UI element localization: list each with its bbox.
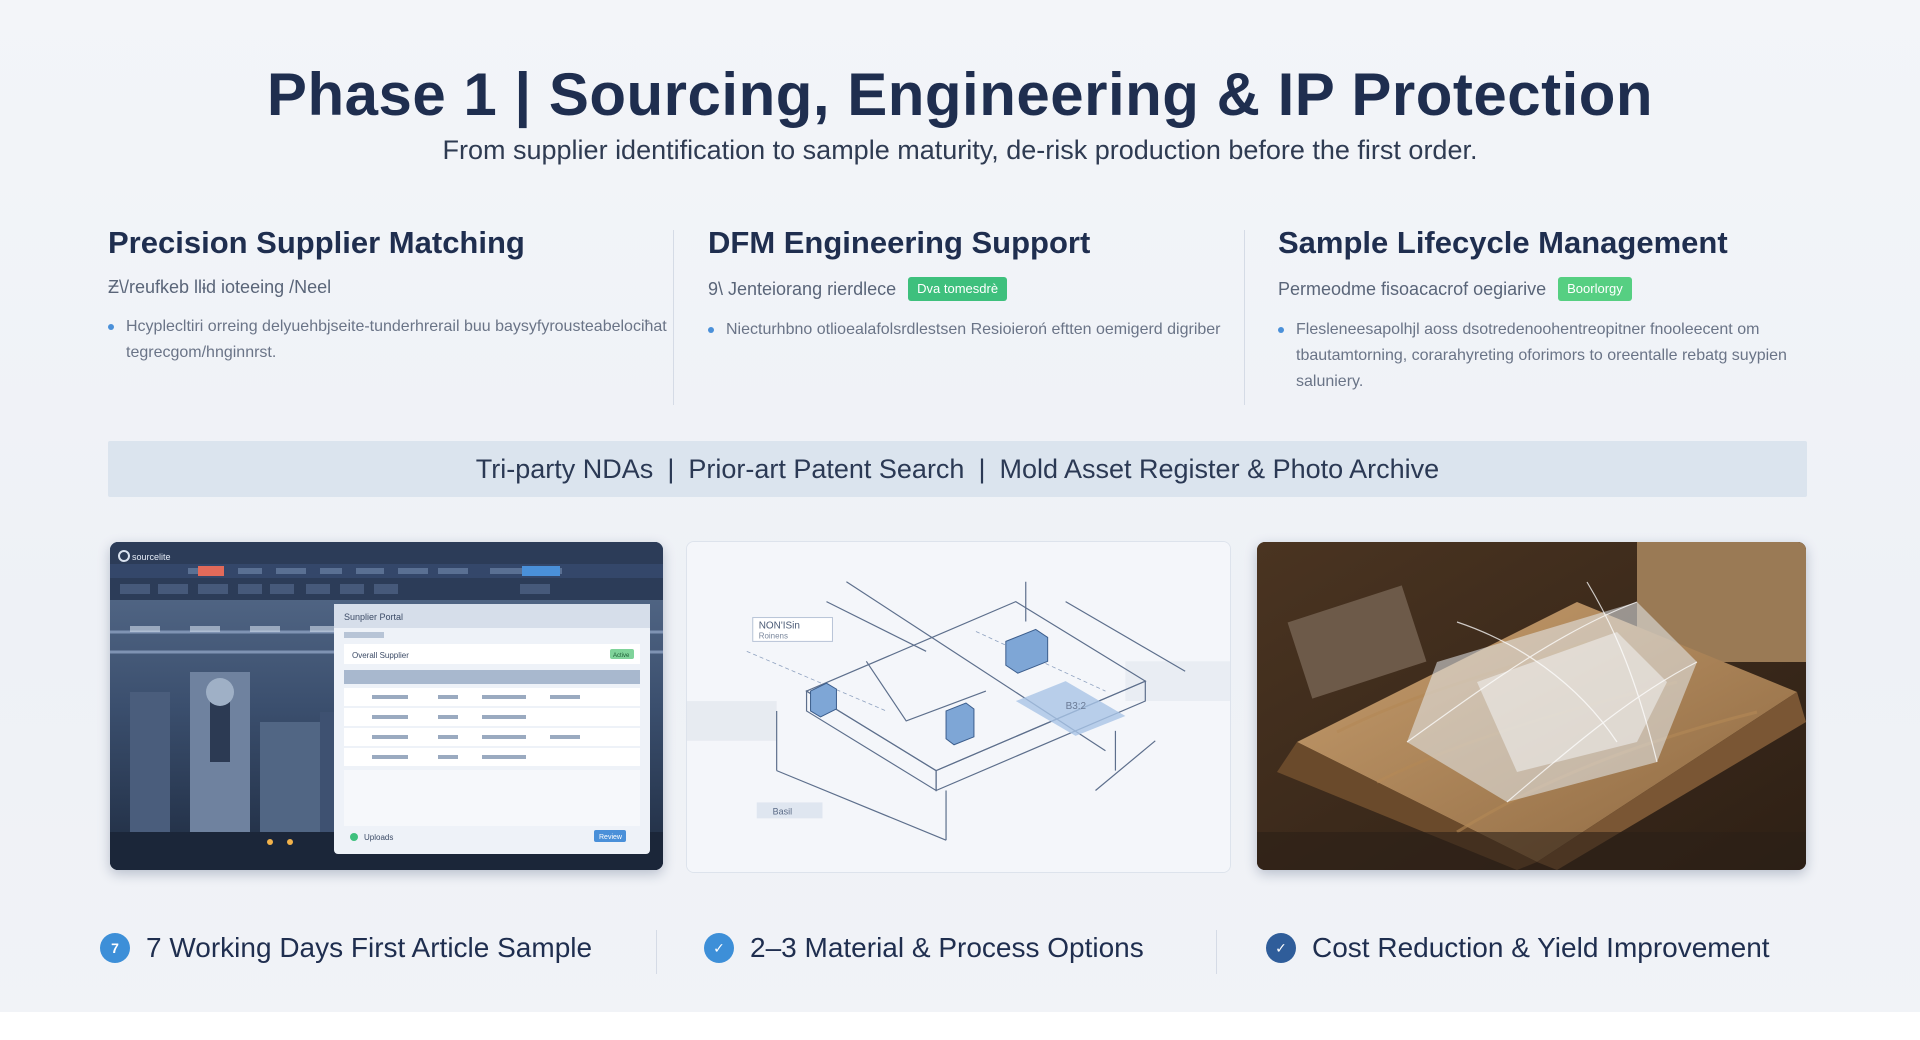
dfm-technical-drawing: NON'ISin Roinens B3:2 Basil: [686, 541, 1231, 873]
drawing-dim-label: B3:2: [1066, 701, 1087, 712]
ip-item-nda: Tri-party NDAs: [475, 453, 654, 484]
kpi-label: 7 Working Days First Article Sample: [146, 932, 593, 963]
feature-column-sample-lifecycle: Sample Lifecycle Management Permeodme fi…: [1278, 225, 1808, 410]
drawing-callout-line1: NON'ISin: [759, 620, 800, 631]
column-title: Precision Supplier Matching: [108, 225, 525, 260]
column-meta-text: 9\ Jenteiorang rierdlece: [708, 278, 897, 299]
column-divider: [673, 230, 674, 405]
bottom-strip: [0, 1012, 1920, 1040]
sample-package-photo: [1257, 542, 1806, 870]
kpi-label: Cost Reduction & Yield Improvement: [1312, 932, 1770, 963]
panel-footer-label: Uploads: [364, 833, 393, 842]
column-meta-text: Ƶ\/reufkeb llɨd ioteeing /Neel: [108, 277, 332, 297]
column-bullet-text: Flesleneesapolhjl aoss dsotredenoohentre…: [1296, 321, 1787, 390]
column-bullet: Hcyplecltiri orreing delyuehbjseite-tund…: [108, 314, 668, 366]
column-meta-text: Permeodme fisoacacrof oegiarive: [1278, 278, 1547, 299]
page-subtitle: From supplier identification to sample m…: [442, 135, 1478, 165]
column-bullet: Niecturhbno otlioealafolsrdlestsen Resio…: [708, 317, 1238, 343]
column-meta: Permeodme fisoacacrof oegiarive Boorlorg…: [1278, 277, 1808, 301]
column-bullet-text: Niecturhbno otlioealafolsrdlestsen Resio…: [726, 321, 1221, 338]
package-illustration: [1257, 542, 1806, 870]
column-bullet-text: Hcyplecltiri orreing delyuehbjseite-tund…: [126, 318, 667, 361]
factory-dashboard-image: sourcelite Sunplier Portal Overall Supp: [110, 542, 663, 870]
kpi-first-article-sample: 7 7 Working Days First Article Sample: [100, 932, 592, 964]
column-title: Sample Lifecycle Management: [1278, 225, 1728, 260]
status-badge: Dva tomesdrè: [908, 277, 1008, 301]
check-icon: ✓: [1266, 933, 1296, 963]
ip-protection-band: Tri-party NDAs | Prior-art Patent Search…: [108, 441, 1807, 497]
column-title: DFM Engineering Support: [708, 225, 1091, 260]
ip-item-mold-register: Mold Asset Register & Photo Archive: [999, 453, 1440, 484]
kpi-cost-reduction: ✓ Cost Reduction & Yield Improvement: [1266, 932, 1770, 964]
panel-title: Sunplier Portal: [344, 612, 403, 622]
column-divider: [1244, 230, 1245, 405]
ip-item-patent-search: Prior-art Patent Search: [688, 453, 965, 484]
feature-column-supplier-matching: Precision Supplier Matching Ƶ\/reufkeb l…: [108, 225, 668, 410]
isometric-drawing-illustration: NON'ISin Roinens B3:2 Basil: [687, 542, 1230, 872]
column-meta: Ƶ\/reufkeb llɨd ioteeing /Neel: [108, 277, 668, 298]
dashboard-brand: sourcelite: [132, 552, 171, 562]
drawing-base-label: Basil: [773, 806, 792, 816]
page-title: Phase 1 | Sourcing, Engineering & IP Pro…: [266, 61, 1654, 128]
bullet-icon: [708, 327, 714, 333]
panel-badge: Active: [613, 653, 630, 659]
panel-footer-button: Review: [599, 834, 623, 841]
drawing-callout-line2: Roinens: [759, 631, 788, 640]
feature-column-dfm-support: DFM Engineering Support 9\ Jenteiorang r…: [708, 225, 1238, 410]
ip-separator: |: [978, 453, 986, 484]
bullet-icon: [1278, 327, 1284, 333]
kpi-divider: [1216, 930, 1217, 974]
bullet-icon: [108, 324, 114, 330]
check-icon: ✓: [704, 933, 734, 963]
kpi-label: 2–3 Material & Process Options: [750, 932, 1144, 963]
clock-icon: 7: [100, 933, 130, 963]
panel-row-label: Overall Supplier: [352, 651, 409, 660]
factory-dashboard-illustration: sourcelite Sunplier Portal Overall Supp: [110, 542, 663, 870]
column-meta: 9\ Jenteiorang rierdlece Dva tomesdrè: [708, 277, 1238, 301]
ip-separator: |: [667, 453, 675, 484]
kpi-material-options: ✓ 2–3 Material & Process Options: [704, 932, 1144, 964]
status-badge: Boorlorgy: [1558, 277, 1632, 301]
feature-columns: Precision Supplier Matching Ƶ\/reufkeb l…: [108, 225, 1808, 410]
slide: Phase 1 | Sourcing, Engineering & IP Pro…: [100, 61, 1820, 982]
supplier-portal-panel: Sunplier Portal Overall Supplier Active: [334, 604, 650, 854]
column-bullet: Flesleneesapolhjl aoss dsotredenoohentre…: [1278, 317, 1808, 395]
kpi-row: 7 7 Working Days First Article Sample ✓ …: [100, 922, 1820, 982]
kpi-divider: [656, 930, 657, 974]
